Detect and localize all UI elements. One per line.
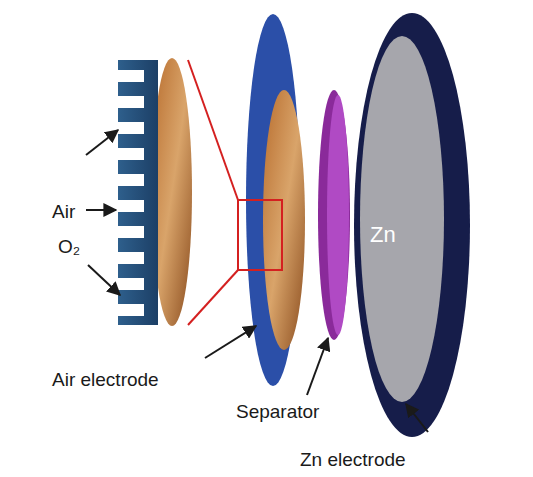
zn-plate-shape xyxy=(360,36,444,402)
separator-face xyxy=(327,95,349,335)
leader-arrow xyxy=(86,130,118,155)
part-label: O₂ xyxy=(58,237,80,256)
leader-arrow xyxy=(86,209,116,211)
zoom-box xyxy=(238,200,282,270)
zn-electrode-disc xyxy=(354,13,470,437)
leader-arrow xyxy=(88,265,120,295)
part-label: Air electrode xyxy=(52,370,159,389)
leader-arrow xyxy=(307,338,328,395)
zoom-line xyxy=(188,270,238,325)
separator-disc xyxy=(318,90,350,340)
zn-plate: Zn xyxy=(360,36,444,402)
air-electrode-layer xyxy=(263,90,305,350)
air-plate xyxy=(118,60,158,325)
part-label: Air xyxy=(52,202,75,221)
part-label: Separator xyxy=(236,402,319,421)
leader-arrow xyxy=(205,326,256,358)
leader-arrow xyxy=(406,404,428,432)
part-label: Zn xyxy=(370,224,396,246)
part-label: Zn electrode xyxy=(300,450,406,469)
zoom-line xyxy=(188,60,238,200)
